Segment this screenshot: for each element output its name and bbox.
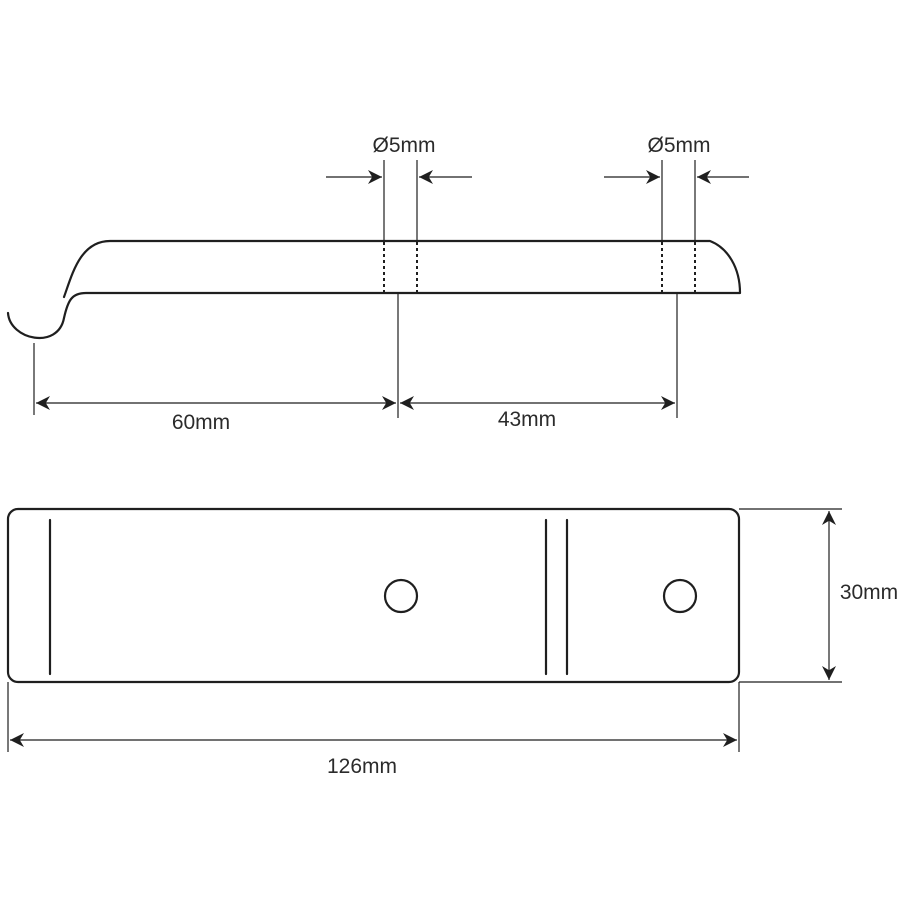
bracket-side-profile <box>6 239 742 340</box>
overall-length-label: 126mm <box>327 755 397 778</box>
bracket-top-outline <box>6 507 741 684</box>
length-label-43: 43mm <box>498 408 556 431</box>
length-label-60: 60mm <box>172 411 230 434</box>
side-view: Ø5mm Ø5mm 60mm 43mm <box>6 134 749 434</box>
hole-diameter-label-left: Ø5mm <box>373 134 436 157</box>
hole-diameter-label-right: Ø5mm <box>648 134 711 157</box>
hole-right <box>662 578 698 614</box>
hole-left <box>383 578 419 614</box>
label-background <box>833 580 905 606</box>
top-view: 30mm 126mm <box>6 507 905 778</box>
width-label: 30mm <box>840 581 898 604</box>
